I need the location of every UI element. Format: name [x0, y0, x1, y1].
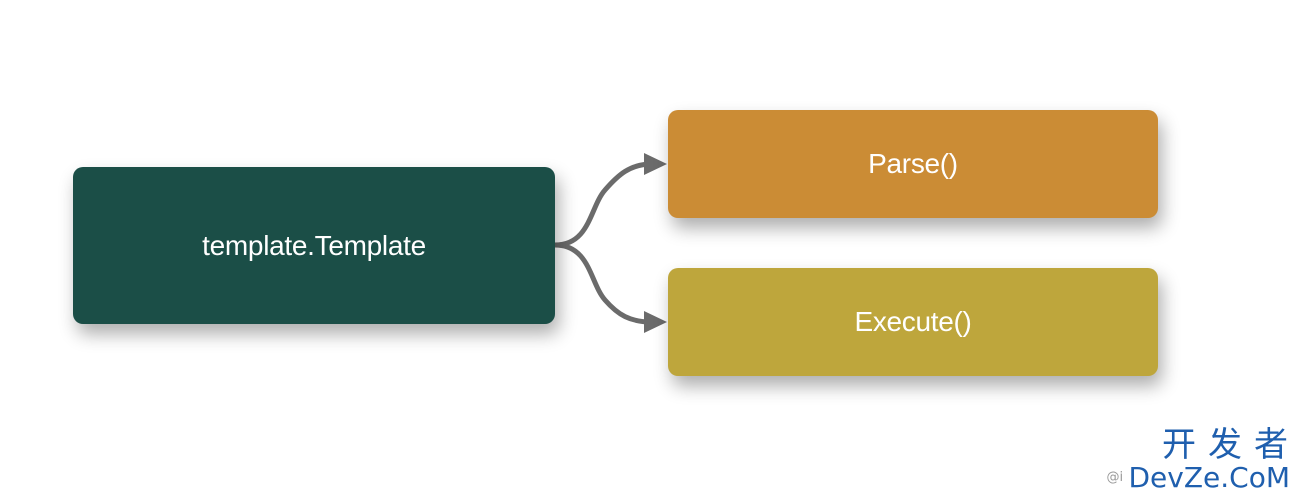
arrow-to-execute: [552, 242, 655, 325]
watermark-prefix: @i: [1106, 470, 1124, 485]
execute-node-label: Execute(): [854, 306, 972, 337]
execute-node: Execute(): [668, 268, 1158, 376]
watermark-line2: DevZe.CoM: [1128, 461, 1290, 494]
template-node: template.Template: [73, 167, 555, 324]
arrow-to-parse: [552, 161, 655, 248]
arrowhead-parse-icon: [644, 153, 667, 175]
template-node-label: template.Template: [202, 229, 426, 261]
arrowhead-execute-icon: [644, 311, 667, 333]
watermark-line1: 开发者: [1162, 425, 1300, 465]
watermark: @i 开发者 DevZe.CoM: [1106, 428, 1290, 494]
parse-node: Parse(): [668, 110, 1158, 218]
parse-node-label: Parse(): [868, 148, 958, 179]
